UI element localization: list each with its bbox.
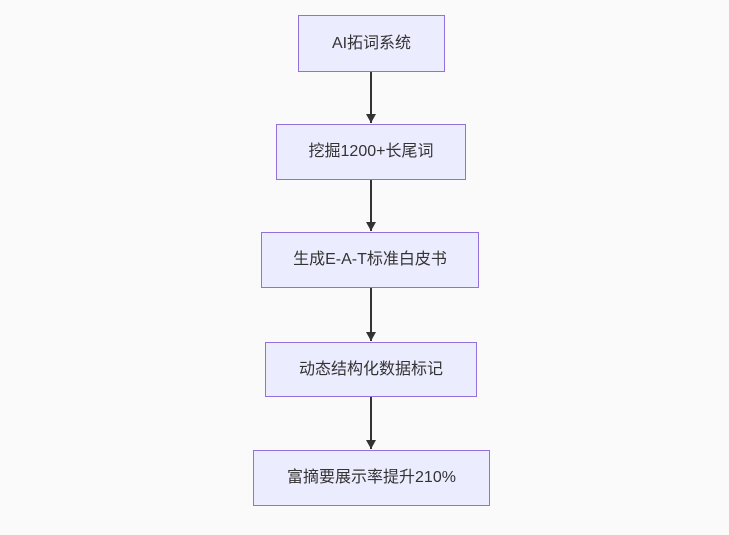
arrowhead-down-icon	[366, 332, 376, 341]
arrow-connector	[366, 72, 376, 123]
arrowhead-down-icon	[366, 114, 376, 123]
flow-node-structured-data-markup: 动态结构化数据标记	[265, 342, 477, 397]
arrowhead-down-icon	[366, 440, 376, 449]
arrow-connector	[366, 180, 376, 231]
arrowhead-down-icon	[366, 222, 376, 231]
node-label: AI拓词系统	[331, 34, 412, 52]
node-label: 动态结构化数据标记	[298, 360, 443, 378]
node-label: 生成E-A-T标准白皮书	[293, 251, 447, 269]
flow-node-eat-whitepaper: 生成E-A-T标准白皮书	[261, 232, 479, 288]
node-label: 富摘要展示率提升210%	[287, 469, 456, 487]
flow-node-longtail-mining: 挖掘1200+长尾词	[276, 124, 466, 180]
node-label: 挖掘1200+长尾词	[308, 143, 434, 161]
flow-node-ai-keyword-system: AI拓词系统	[298, 15, 445, 72]
flow-node-rich-snippet-rate: 富摘要展示率提升210%	[253, 450, 490, 506]
arrow-connector	[366, 288, 376, 341]
arrow-connector	[366, 397, 376, 449]
